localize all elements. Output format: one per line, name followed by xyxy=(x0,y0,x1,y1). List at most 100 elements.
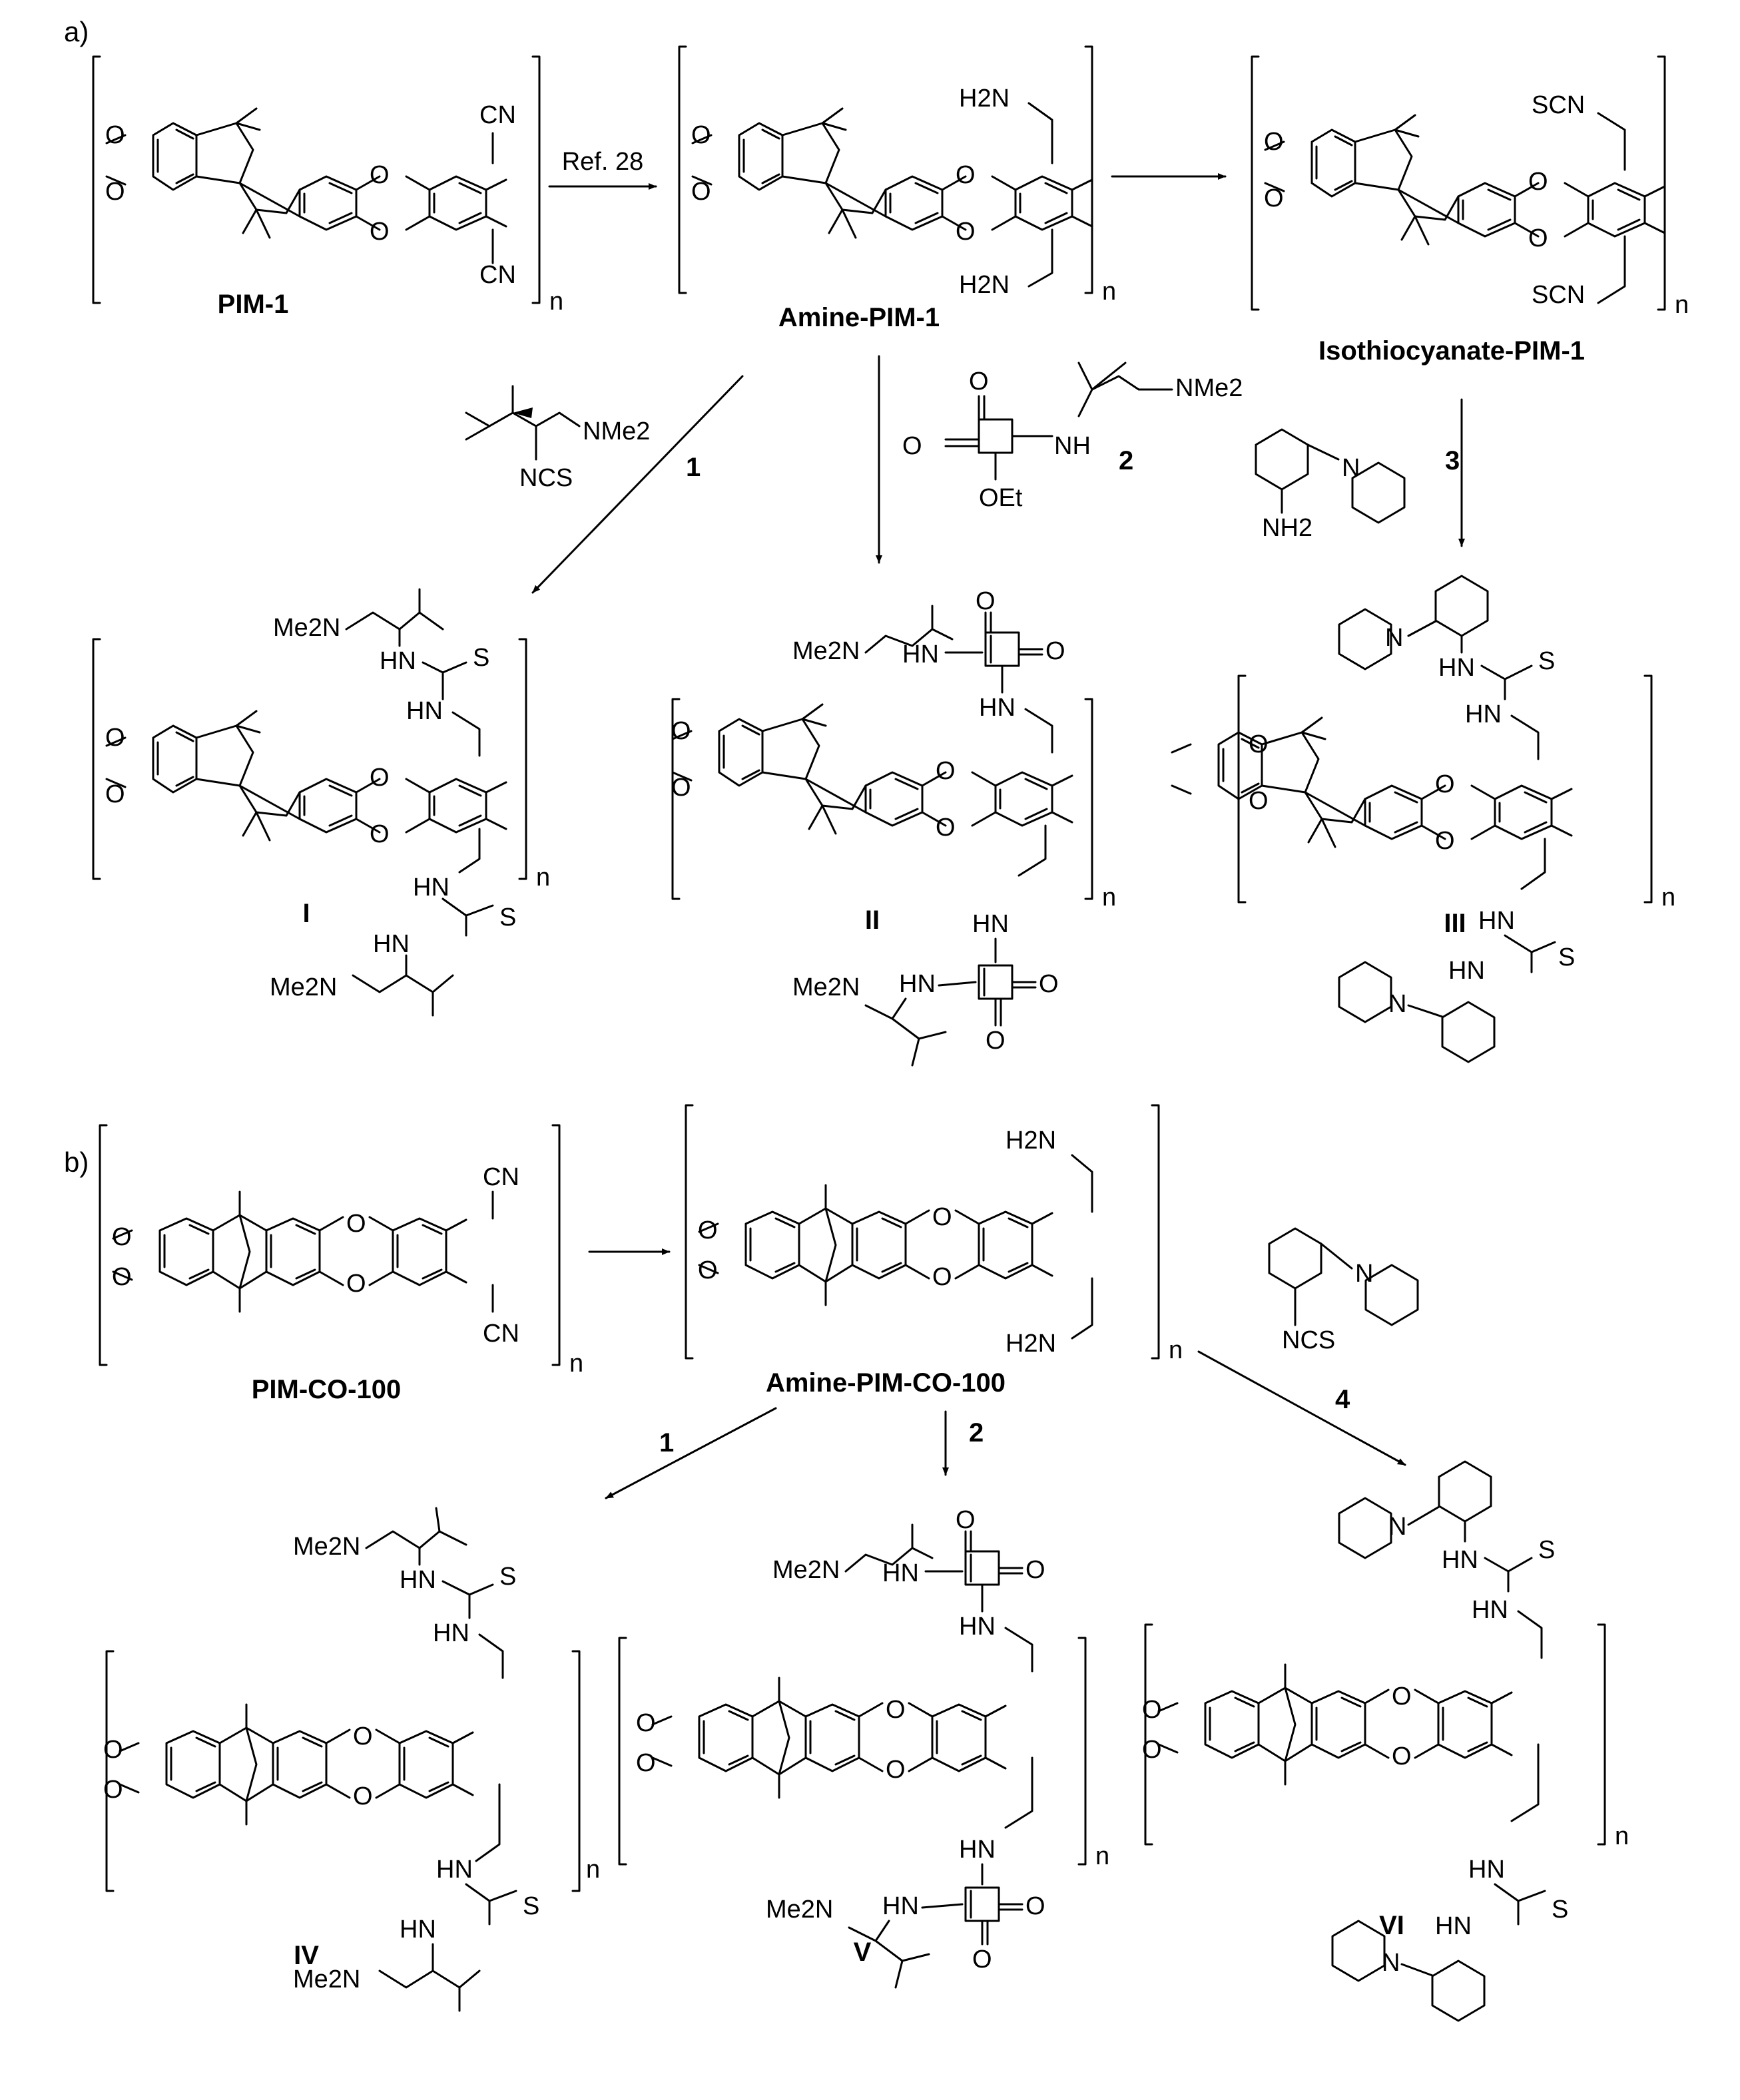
atom-o: O xyxy=(976,587,996,615)
atom-hn: HN xyxy=(972,910,1009,938)
atom-o: O xyxy=(105,178,125,206)
reagent-2-structure: O O NH OEt NMe2 xyxy=(902,362,1243,512)
atom-hn: HN xyxy=(1438,654,1475,682)
atom-me2n: Me2N xyxy=(766,1896,833,1924)
amine-pim-co100-structure: O O O O H2N H2N n xyxy=(685,1104,1183,1364)
atom-hn: HN xyxy=(413,874,449,902)
label-I: I xyxy=(302,899,310,928)
atom-o: O xyxy=(1264,128,1284,156)
reagent-4-structure: N NCS xyxy=(1268,1227,1419,1354)
atom-nh2: NH2 xyxy=(1262,514,1312,542)
atom-s: S xyxy=(1558,943,1575,971)
atom-nme2: NMe2 xyxy=(583,417,650,445)
product-III-structure: N HN S HN O O O O n HN S HN N xyxy=(1171,575,1675,1063)
atom-s: S xyxy=(523,1892,539,1920)
reagent-label-2: 2 xyxy=(1119,446,1133,475)
atom-o: O xyxy=(1528,224,1548,252)
atom-o: O xyxy=(886,1756,906,1784)
product-I-structure: Me2N HN S HN O O O O n HN S HN Me2N xyxy=(92,588,550,1017)
atom-h2n: H2N xyxy=(1006,1127,1056,1155)
label-pim-co100: PIM-CO-100 xyxy=(252,1375,402,1404)
atom-n: N xyxy=(1388,990,1406,1018)
atom-s: S xyxy=(1538,1536,1555,1564)
atom-o: O xyxy=(986,1027,1006,1055)
atom-o: O xyxy=(370,218,390,246)
label-pim1: PIM-1 xyxy=(218,290,289,319)
atom-o: O xyxy=(103,1736,123,1764)
atom-me2n: Me2N xyxy=(293,1966,360,1993)
atom-o: O xyxy=(936,757,956,785)
atom-o: O xyxy=(105,780,125,808)
atom-o: O xyxy=(691,121,711,149)
atom-nh: NH xyxy=(1054,432,1091,460)
atom-hn: HN xyxy=(882,1559,919,1587)
atom-n: N xyxy=(1388,1513,1406,1541)
atom-s: S xyxy=(473,644,489,672)
atom-o: O xyxy=(1039,970,1059,998)
product-II-structure: Me2N HN O O HN O O O O n HN O O HN Me2N xyxy=(671,587,1116,1067)
repeat-n: n xyxy=(1102,884,1116,912)
repeat-n: n xyxy=(1661,884,1675,912)
atom-hn: HN xyxy=(400,1916,436,1944)
atom-o: O xyxy=(112,1223,132,1251)
atom-hn: HN xyxy=(959,1836,996,1864)
atom-h2n: H2N xyxy=(1006,1330,1056,1358)
atom-n: N xyxy=(1355,1260,1373,1288)
atom-nme2: NMe2 xyxy=(1175,374,1243,402)
atom-me2n: Me2N xyxy=(270,973,337,1001)
atom-hn: HN xyxy=(1472,1596,1508,1624)
atom-s: S xyxy=(1552,1896,1568,1924)
atom-o: O xyxy=(886,1696,906,1724)
reagent-label-1-b: 1 xyxy=(659,1428,674,1457)
atom-h2n: H2N xyxy=(959,85,1010,113)
label-isothiocyanate-pim1: Isothiocyanate-PIM-1 xyxy=(1318,336,1585,366)
atom-hn: HN xyxy=(1435,1912,1472,1940)
atom-o: O xyxy=(1435,827,1455,855)
reagent-label-1: 1 xyxy=(686,453,701,482)
atom-hn: HN xyxy=(1448,957,1485,985)
atom-me2n: Me2N xyxy=(293,1533,360,1561)
reagent-label-2-b: 2 xyxy=(969,1418,984,1447)
atom-hn: HN xyxy=(373,930,410,958)
arrow-label-ref: Ref. 28 xyxy=(562,148,644,176)
atom-me2n: Me2N xyxy=(792,637,860,665)
atom-o: O xyxy=(1392,1742,1412,1770)
product-V-structure: Me2N HN O O HN O O O O n HN O O HN Me2N xyxy=(618,1506,1109,1989)
atom-scn: SCN xyxy=(1532,281,1585,309)
product-IV-structure: Me2N HN S HN O O O O n HN S HN Me2N xyxy=(103,1507,600,2012)
atom-o: O xyxy=(671,774,691,802)
atom-o: O xyxy=(1392,1683,1412,1710)
panel-label-a: a) xyxy=(64,16,89,47)
atom-hn: HN xyxy=(433,1619,469,1647)
isothiocyanate-pim1-structure: O O O O SCN SCN n xyxy=(1251,55,1689,319)
atom-o: O xyxy=(902,432,922,460)
atom-o: O xyxy=(346,1270,366,1298)
atom-o: O xyxy=(353,1722,373,1750)
atom-me2n: Me2N xyxy=(792,973,860,1001)
atom-o: O xyxy=(1045,637,1065,665)
atom-o: O xyxy=(370,820,390,848)
reagent-1-structure: NMe2 NCS xyxy=(465,385,650,492)
atom-o: O xyxy=(956,218,976,246)
reagent-label-4: 4 xyxy=(1335,1385,1350,1414)
repeat-n: n xyxy=(569,1350,583,1378)
atom-o: O xyxy=(636,1709,656,1737)
repeat-n: n xyxy=(536,864,550,892)
atom-o: O xyxy=(956,1506,976,1534)
atom-o: O xyxy=(1249,730,1269,758)
label-VI: VI xyxy=(1379,1911,1404,1940)
repeat-n: n xyxy=(586,1856,600,1884)
atom-o: O xyxy=(698,1256,718,1284)
atom-o: O xyxy=(105,121,125,149)
repeat-n: n xyxy=(549,288,563,316)
pim1-structure: O O O O CN CN n xyxy=(92,55,563,316)
atom-hn: HN xyxy=(902,641,939,668)
atom-o: O xyxy=(370,764,390,792)
atom-o: O xyxy=(1025,1556,1045,1584)
atom-s: S xyxy=(499,1563,516,1591)
atom-hn: HN xyxy=(979,694,1015,722)
atom-o: O xyxy=(112,1263,132,1291)
label-III: III xyxy=(1444,909,1466,938)
label-II: II xyxy=(865,906,880,935)
atom-o: O xyxy=(353,1782,373,1810)
